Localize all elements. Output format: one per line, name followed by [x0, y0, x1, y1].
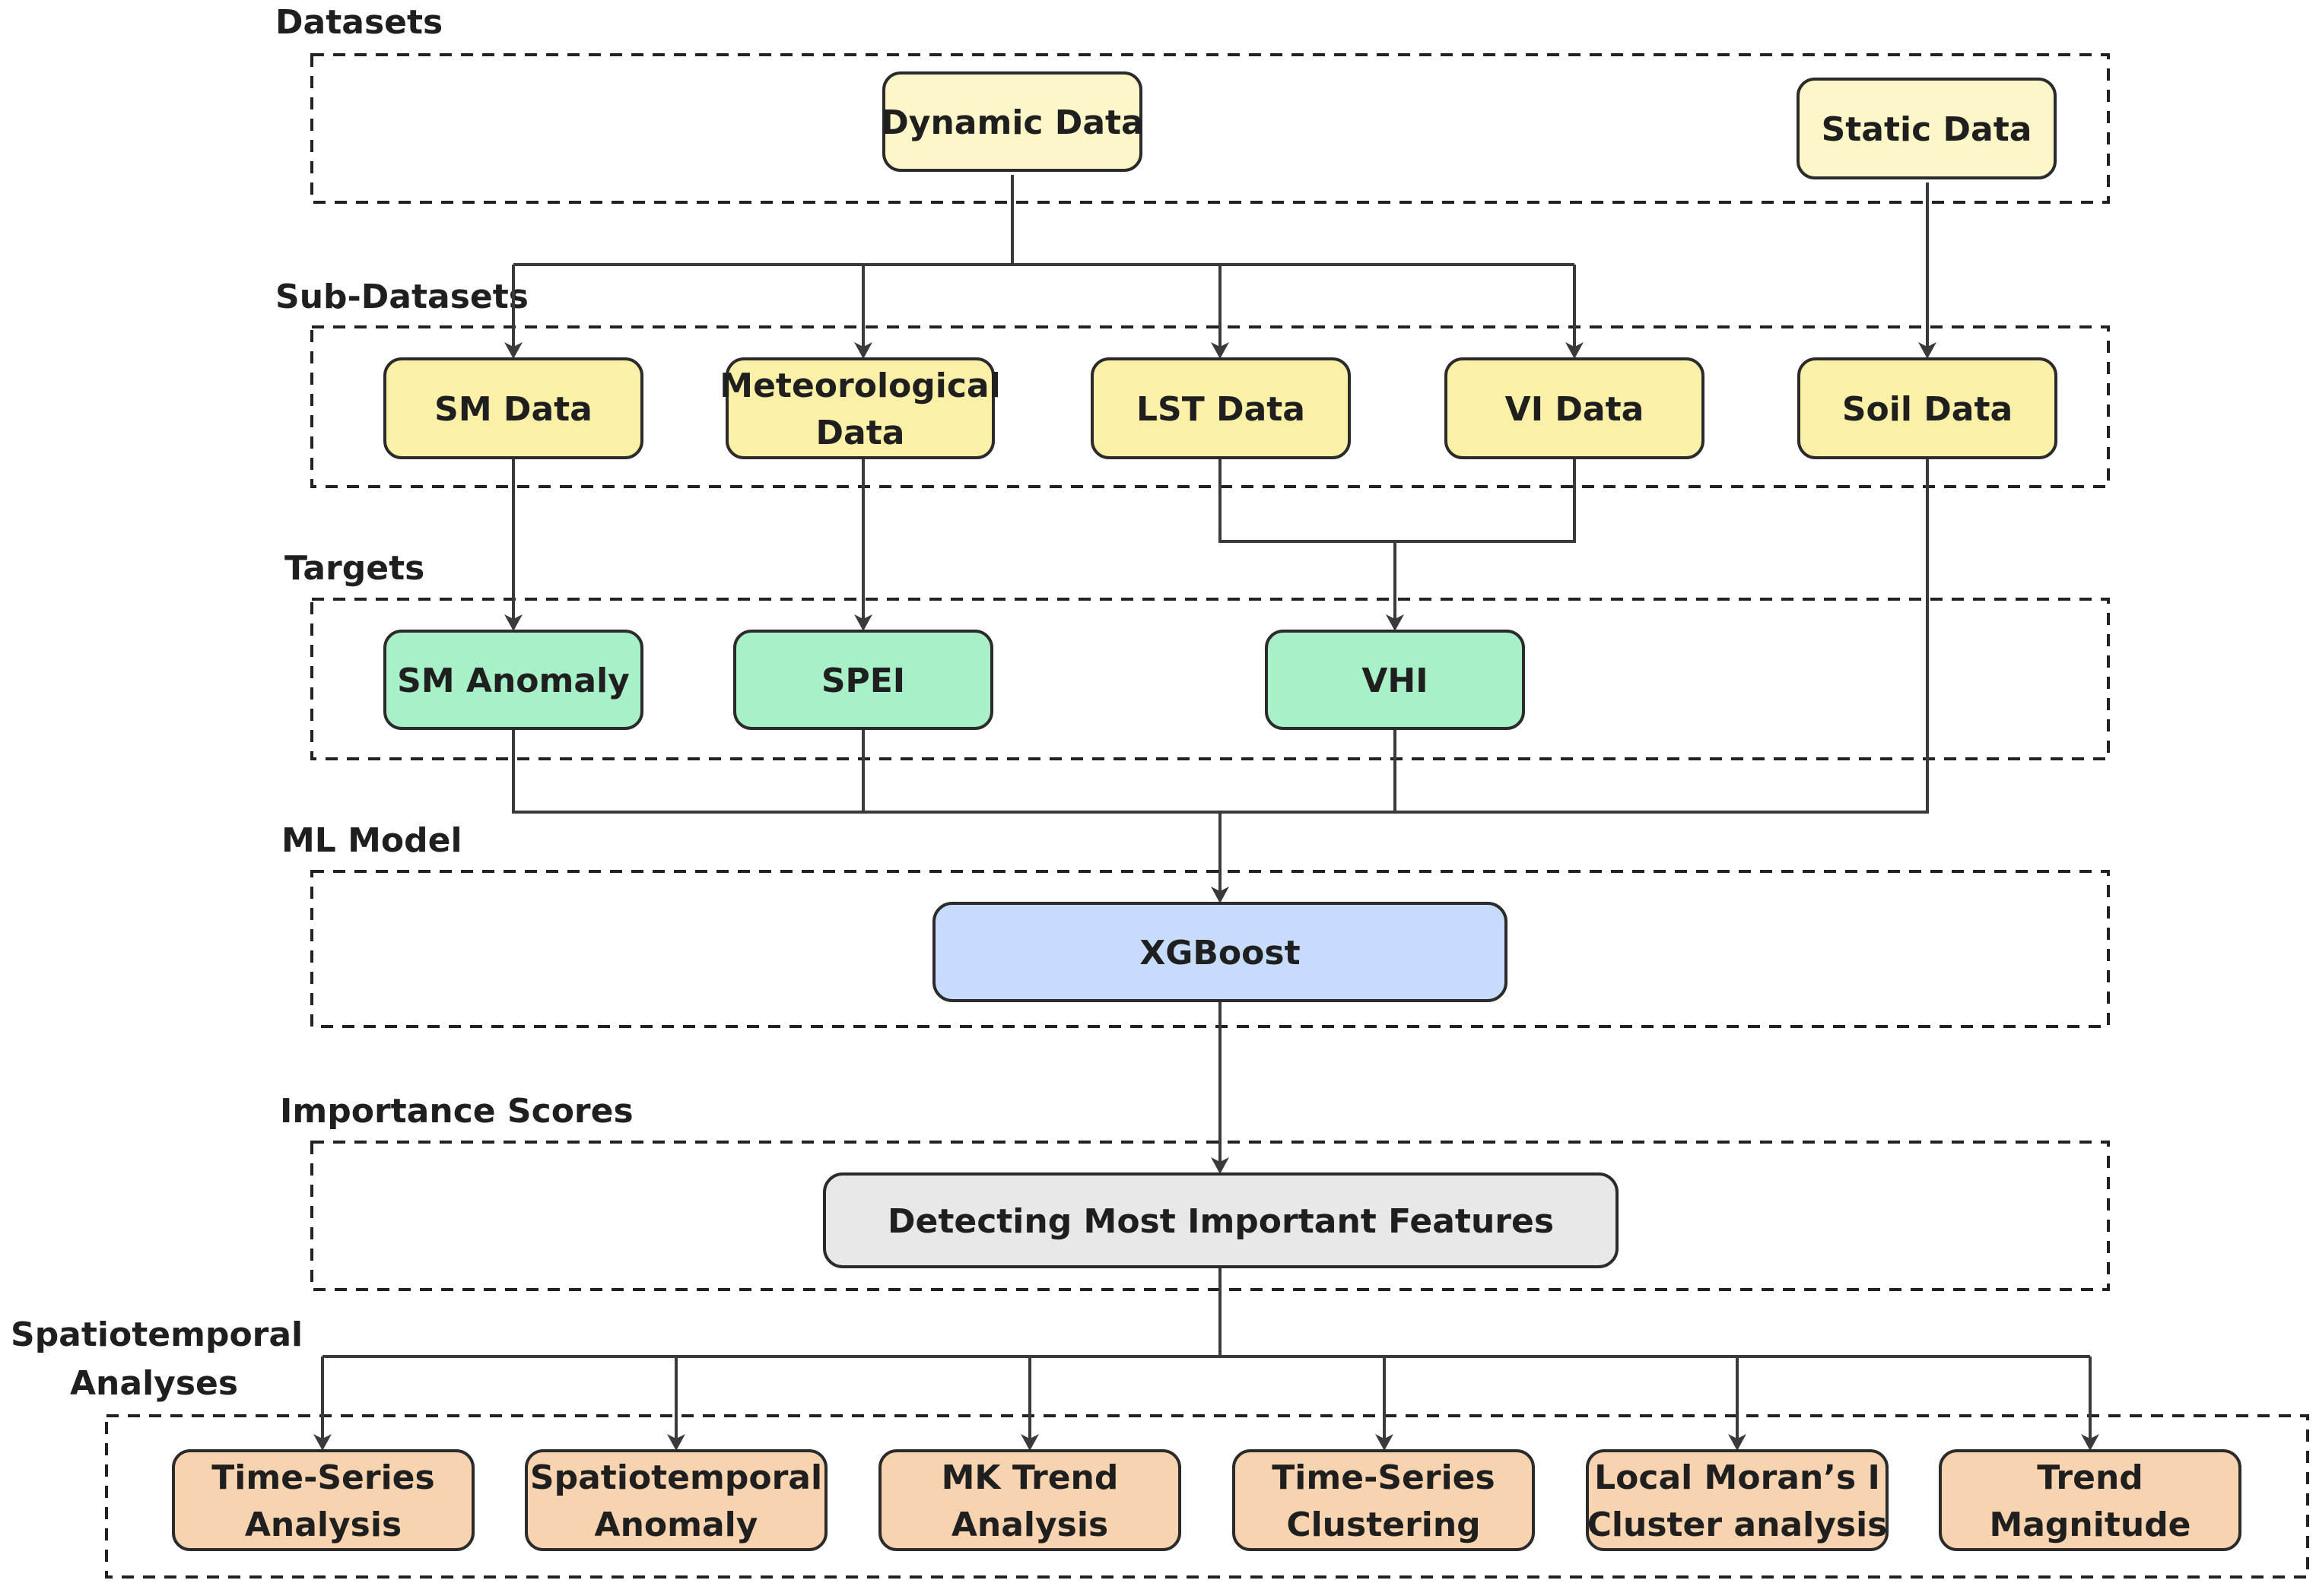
node-time-series-analysis-box	[172, 1449, 475, 1551]
stage-label-analyses: Analyses	[70, 1364, 238, 1403]
node-lst-data-box	[1091, 357, 1351, 459]
node-spatiotemporal-anomaly: Spatiotemporal Anomaly	[525, 1449, 828, 1551]
stage-label-importance-scores: Importance Scores	[280, 1092, 634, 1131]
node-mk-trend-analysis-box	[878, 1449, 1181, 1551]
node-sm-anomaly-label: SM Anomaly	[397, 662, 630, 700]
node-detecting-features-box	[823, 1172, 1619, 1268]
node-dynamic-data-label: Dynamic Data	[881, 103, 1144, 142]
node-trend-magnitude-box	[1939, 1449, 2241, 1551]
node-soil-data: Soil Data	[1797, 357, 2057, 459]
node-sm-anomaly-box	[383, 630, 643, 730]
group-frame-sub-datasets	[310, 325, 2110, 488]
node-time-series-clustering: Time-Series Clustering	[1232, 1449, 1535, 1551]
node-xgboost-box	[932, 902, 1507, 1002]
node-local-morans-i-line2: Cluster analysis	[1587, 1506, 1888, 1544]
node-mk-trend-analysis: MK Trend Analysis	[878, 1449, 1181, 1551]
node-time-series-analysis: Time-Series Analysis	[172, 1449, 475, 1551]
node-meteorological-data-label-line1: Meteorological	[720, 366, 1000, 405]
group-frame-ml-model	[310, 870, 2110, 1028]
node-sm-data: SM Data	[383, 357, 643, 459]
node-mk-trend-analysis-line1: MK Trend	[942, 1458, 1119, 1497]
node-xgboost-label: XGBoost	[1139, 934, 1300, 973]
node-mk-trend-analysis-line2: Analysis	[951, 1506, 1108, 1544]
node-trend-magnitude-line2: Magnitude	[1989, 1506, 2191, 1544]
node-vhi: VHI	[1265, 630, 1525, 730]
node-sm-anomaly: SM Anomaly	[383, 630, 643, 730]
node-lst-data: LST Data	[1091, 357, 1351, 459]
node-time-series-analysis-line2: Analysis	[245, 1506, 402, 1544]
node-static-data-box	[1797, 78, 2057, 179]
node-time-series-clustering-line1: Time-Series	[1272, 1458, 1495, 1497]
node-local-morans-i-line1: Local Moran’s I	[1594, 1458, 1880, 1497]
node-lst-data-label: LST Data	[1136, 390, 1305, 429]
node-vi-data-label: VI Data	[1505, 390, 1644, 429]
node-sm-data-label: SM Data	[434, 390, 593, 429]
stage-label-targets: Targets	[284, 549, 424, 588]
stage-label-spatiotemporal: Spatiotemporal	[11, 1315, 303, 1354]
node-vhi-box	[1265, 630, 1525, 730]
node-spei: SPEI	[733, 630, 993, 730]
node-time-series-clustering-box	[1232, 1449, 1535, 1551]
node-xgboost: XGBoost	[932, 902, 1507, 1002]
node-spatiotemporal-anomaly-line2: Anomaly	[595, 1506, 758, 1544]
node-spei-label: SPEI	[821, 662, 905, 700]
node-soil-data-box	[1797, 357, 2057, 459]
group-frame-targets	[310, 598, 2110, 760]
node-local-morans-i-box	[1586, 1449, 1889, 1551]
node-vi-data: VI Data	[1444, 357, 1704, 459]
node-dynamic-data-box	[882, 71, 1142, 172]
node-local-morans-i: Local Moran’s I Cluster analysis	[1586, 1449, 1889, 1551]
node-detecting-features: Detecting Most Important Features	[823, 1172, 1619, 1268]
node-time-series-analysis-line1: Time-Series	[211, 1458, 434, 1497]
node-static-data: Static Data	[1797, 78, 2057, 179]
node-spei-box	[733, 630, 993, 730]
node-spatiotemporal-anomaly-box	[525, 1449, 828, 1551]
stage-label-ml-model: ML Model	[281, 821, 462, 860]
stage-label-datasets: Datasets	[275, 3, 443, 42]
node-meteorological-data: Meteorological Data	[720, 357, 1001, 459]
connector-lst-vi-merge	[1218, 458, 1576, 543]
node-meteorological-data-label-line2: Data	[816, 414, 905, 452]
stage-label-sub-datasets: Sub-Datasets	[275, 278, 529, 316]
node-vhi-label: VHI	[1361, 662, 1428, 700]
node-spatiotemporal-anomaly-line1: Spatiotemporal	[530, 1458, 822, 1497]
node-static-data-label: Static Data	[1822, 110, 2032, 149]
node-sm-data-box	[383, 357, 643, 459]
node-trend-magnitude: Trend Magnitude	[1939, 1449, 2241, 1551]
group-frame-datasets	[310, 53, 2110, 204]
group-frame-importance-scores	[310, 1141, 2110, 1291]
group-frame-spatiotemporal-analyses	[105, 1414, 2309, 1579]
node-meteorological-data-box	[726, 357, 995, 459]
node-trend-magnitude-line1: Trend	[2037, 1458, 2143, 1497]
node-soil-data-label: Soil Data	[1842, 390, 2013, 429]
node-dynamic-data: Dynamic Data	[881, 71, 1144, 172]
node-vi-data-box	[1444, 357, 1704, 459]
node-time-series-clustering-line2: Clustering	[1286, 1506, 1480, 1544]
node-detecting-features-label: Detecting Most Important Features	[888, 1202, 1554, 1241]
